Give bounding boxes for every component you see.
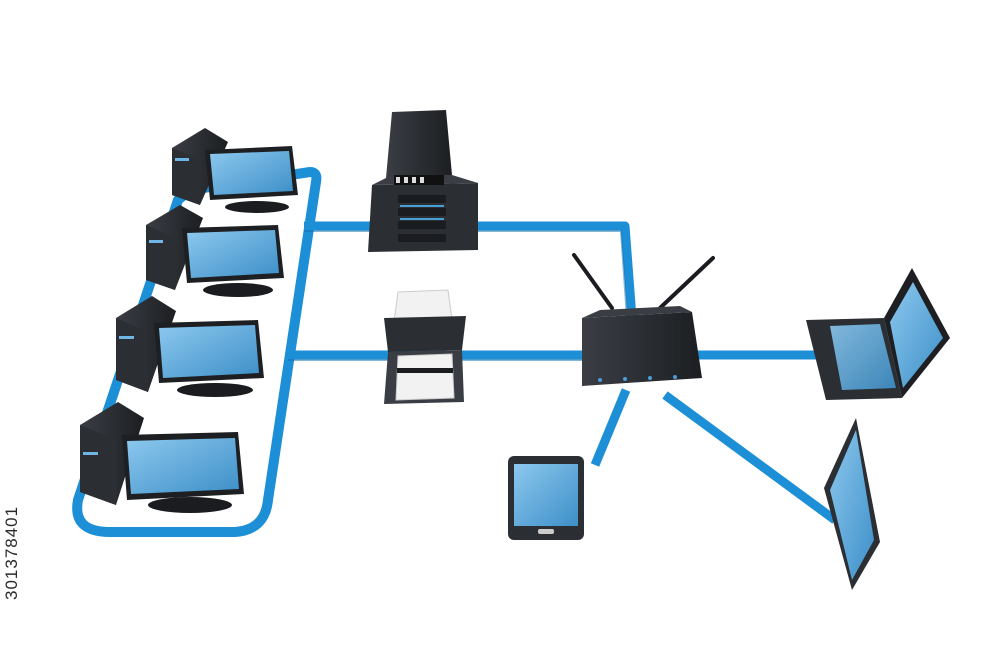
desktop-loop-cable (72, 167, 322, 537)
printer-icon (384, 289, 466, 404)
router-icon (572, 253, 715, 386)
desktop-icon (116, 296, 264, 397)
tablet-large-cable (662, 391, 838, 524)
server-icon (368, 110, 478, 252)
tablet-icon (508, 456, 584, 540)
desktop-icon (80, 402, 244, 513)
stock-id-label: 301378401 (2, 505, 21, 600)
tablet-icon (824, 418, 880, 590)
desktop-computers (80, 128, 298, 513)
desktop-icon (172, 128, 298, 213)
laptop-icon (806, 268, 950, 400)
desktop-icon (146, 205, 284, 297)
tablet-cable (590, 388, 631, 467)
